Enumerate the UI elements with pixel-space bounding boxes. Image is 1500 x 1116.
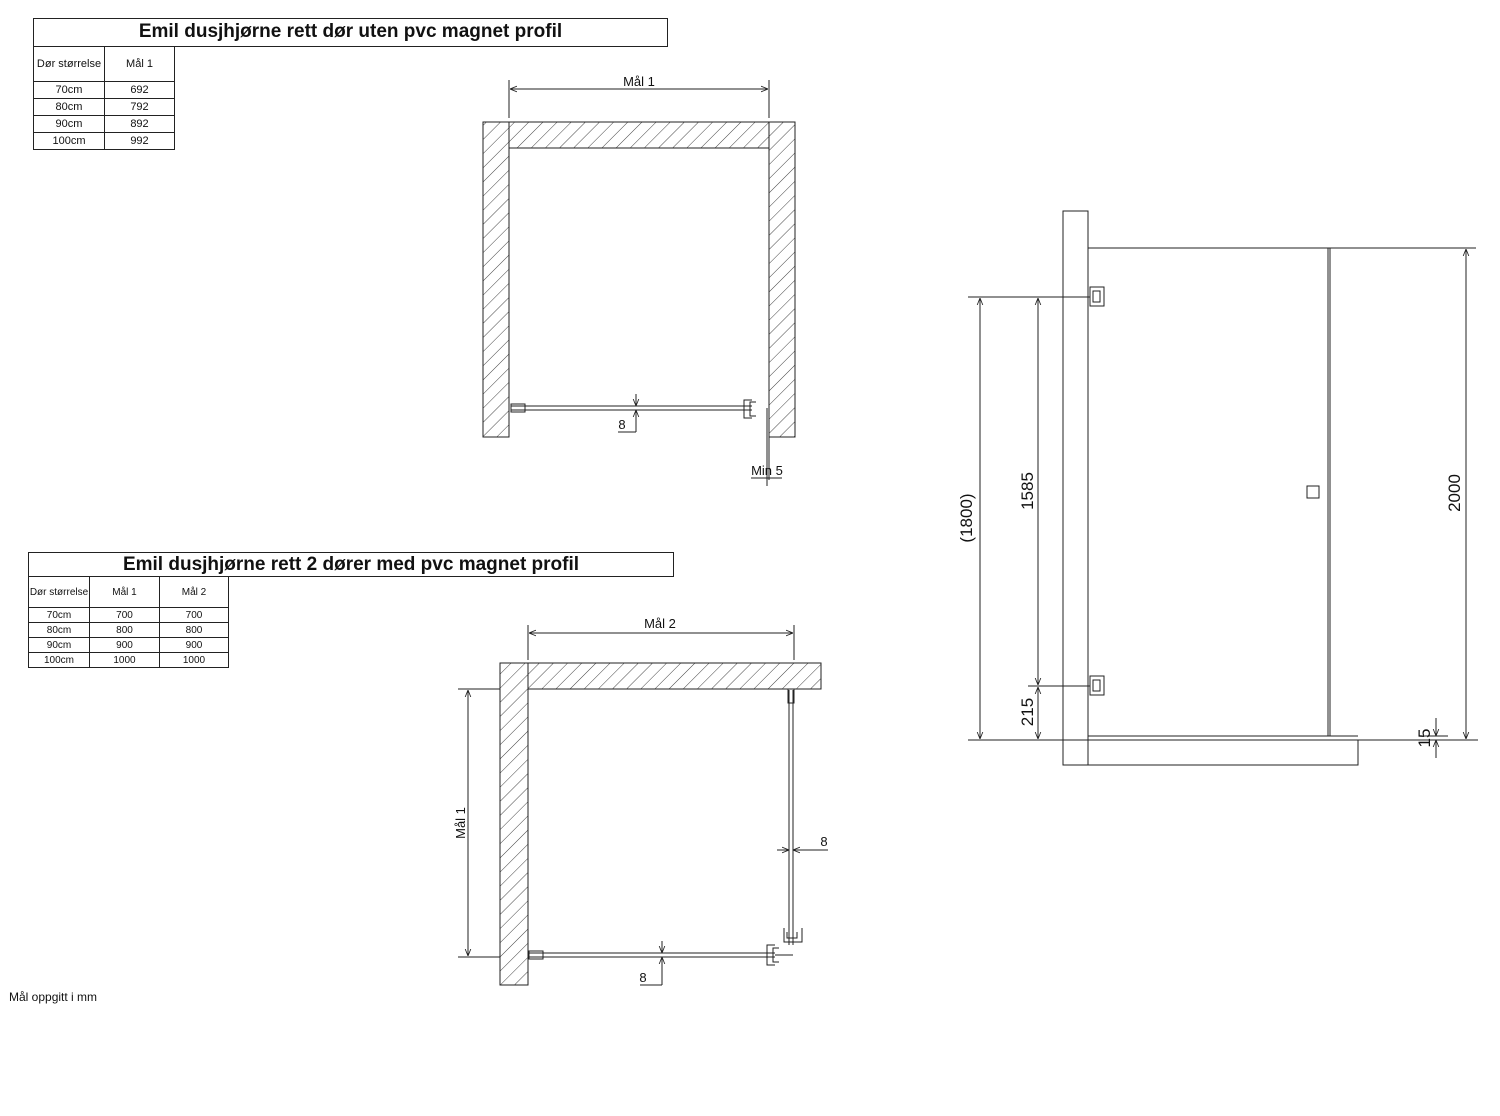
table-cell: 80cm xyxy=(28,622,90,638)
table2: Dør størrelse Mål 1 Mål 2 70cm 700 700 8… xyxy=(28,576,229,668)
fixed-glass xyxy=(1087,247,1329,737)
table-cell: 70cm xyxy=(28,607,90,623)
hinge-top xyxy=(1089,286,1105,307)
dim-label-mal2: Mål 2 xyxy=(644,616,676,631)
dim-label-215: 215 xyxy=(1018,698,1037,726)
table2-title: Emil dusjhjørne rett 2 dører med pvc mag… xyxy=(28,552,674,577)
table1-header-size: Dør størrelse xyxy=(33,46,105,82)
units-note: Mål oppgitt i mm xyxy=(9,990,98,1004)
back-wall xyxy=(508,121,770,149)
table-cell: 1000 xyxy=(159,652,229,668)
table-cell: 1000 xyxy=(89,652,160,668)
table1-header-mal1: Mål 1 xyxy=(104,46,175,82)
table-row: 70cm 700 700 xyxy=(28,607,229,623)
dim-label-min: Min 5 xyxy=(751,463,783,478)
dim-label-mal1: Mål 1 xyxy=(623,74,655,89)
table-cell: 792 xyxy=(104,98,175,116)
base-tray xyxy=(1062,739,1359,766)
hinge-bottom xyxy=(1089,675,1105,696)
back-wall xyxy=(527,662,822,690)
table-row: 100cm 1000 1000 xyxy=(28,652,229,668)
table-cell: 800 xyxy=(89,622,160,638)
table-cell: 90cm xyxy=(28,637,90,653)
table-cell: 900 xyxy=(159,637,229,653)
handle xyxy=(1306,485,1320,499)
dim-label-15: 15 xyxy=(1415,729,1434,748)
dim-label-1585: 1585 xyxy=(1018,472,1037,510)
table-row: 100cm 992 xyxy=(33,132,175,150)
table-cell: 900 xyxy=(89,637,160,653)
table-cell: 700 xyxy=(159,607,229,623)
table-cell: 70cm xyxy=(33,81,105,99)
left-wall xyxy=(482,121,510,438)
dim-label-1800: (1800) xyxy=(957,493,976,542)
table-cell: 700 xyxy=(89,607,160,623)
dim-label-side-gap: 8 xyxy=(820,834,827,849)
dim-label-2000: 2000 xyxy=(1445,474,1464,512)
table2-header-mal1: Mål 1 xyxy=(89,576,160,608)
table1: Dør størrelse Mål 1 70cm 692 80cm 792 90… xyxy=(33,46,175,150)
dim-label-bottom-gap: 8 xyxy=(639,970,646,985)
table1-title: Emil dusjhjørne rett dør uten pvc magnet… xyxy=(33,18,668,47)
table-cell: 100cm xyxy=(28,652,90,668)
dim-label-mal1-vertical: Mål 1 xyxy=(453,807,468,839)
table-cell: 800 xyxy=(159,622,229,638)
plan-view-single-door xyxy=(482,80,796,486)
table2-header-size: Dør størrelse xyxy=(28,576,90,608)
plan-view-two-doors xyxy=(458,625,828,986)
table-cell: 892 xyxy=(104,115,175,133)
table-row: 90cm 900 900 xyxy=(28,637,229,653)
wall-profile xyxy=(1062,210,1089,766)
table-cell: 692 xyxy=(104,81,175,99)
table-cell: 90cm xyxy=(33,115,105,133)
table-cell: 100cm xyxy=(33,132,105,150)
table-row: 70cm 692 xyxy=(33,81,175,99)
table-row: 80cm 800 800 xyxy=(28,622,229,638)
table-row: 80cm 792 xyxy=(33,98,175,116)
elevation-view xyxy=(968,210,1478,766)
table-row: 90cm 892 xyxy=(33,115,175,133)
right-wall xyxy=(768,121,796,438)
table-cell: 80cm xyxy=(33,98,105,116)
table-cell: 992 xyxy=(104,132,175,150)
dim-label-gap: 8 xyxy=(618,417,625,432)
table2-header-mal2: Mål 2 xyxy=(159,576,229,608)
left-wall xyxy=(499,662,529,986)
